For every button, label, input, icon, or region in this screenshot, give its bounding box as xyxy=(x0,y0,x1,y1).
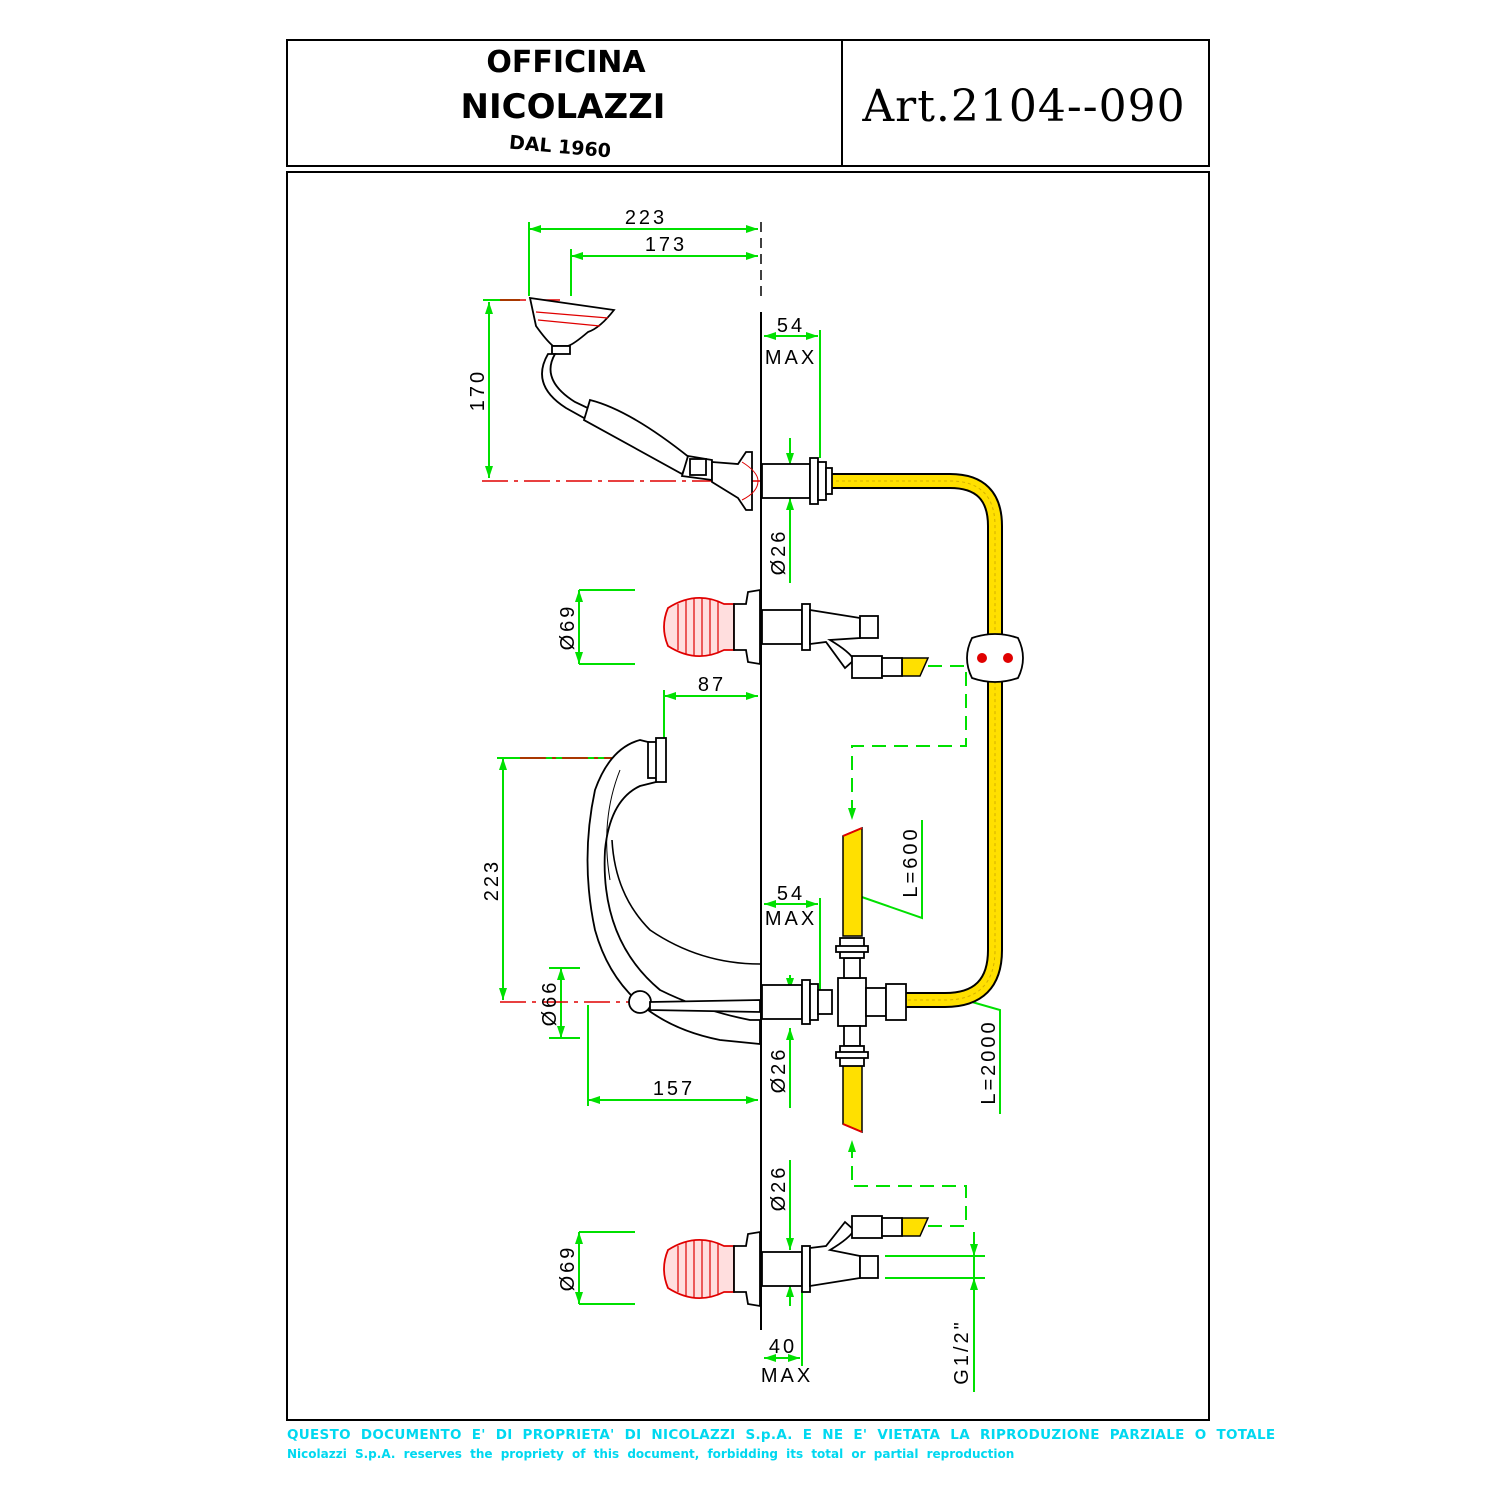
valve-handle-bottom xyxy=(663,1215,903,1308)
supply-hose xyxy=(842,826,863,1134)
dim-hose-2000: L=2000 xyxy=(978,1019,1000,1104)
dim-max-top: MAX xyxy=(765,347,817,369)
article-number: Art.2104--090 xyxy=(861,81,1185,132)
shower-connector xyxy=(761,457,833,505)
dim-dia-69-b: Ø69 xyxy=(557,1245,579,1292)
dim-170: 170 xyxy=(467,369,489,411)
hose-clip xyxy=(966,633,1024,683)
valve-hose-bottom xyxy=(901,1217,930,1237)
brand-officina: OFFICINA xyxy=(486,45,646,80)
diverter-fitting xyxy=(835,937,907,1067)
dim-dia-66: Ø66 xyxy=(539,980,561,1027)
dim-thread: G1/2" xyxy=(951,1319,973,1384)
valve-hose-top xyxy=(901,657,930,677)
title-block-frame xyxy=(286,39,1210,167)
valve-handle-top xyxy=(663,588,903,679)
dim-40: 40 xyxy=(769,1336,797,1358)
dimension-arrows xyxy=(485,225,978,1362)
dimension-labels: 223 173 170 54 MAX Ø26 Ø69 87 223 54 MAX… xyxy=(467,207,1000,1387)
drawing-frame xyxy=(286,171,1210,1421)
dim-dia-26-a: Ø26 xyxy=(768,529,790,576)
dim-dia-26-c: Ø26 xyxy=(768,1165,790,1212)
dim-max-mid: MAX xyxy=(765,908,817,930)
dim-54-mid: 54 xyxy=(777,883,805,905)
spout xyxy=(586,737,833,1045)
dim-157: 157 xyxy=(653,1078,695,1100)
brand-nicolazzi: NICOLAZZI xyxy=(461,87,666,127)
dim-max-bottom: MAX xyxy=(761,1365,813,1387)
copyright-notice-italian: QUESTO DOCUMENTO E' DI PROPRIETA' DI NIC… xyxy=(287,1427,1276,1443)
dim-54-top: 54 xyxy=(777,315,805,337)
dim-223-top: 223 xyxy=(625,207,667,229)
main-hose xyxy=(830,473,1003,1008)
dim-hose-600: L=600 xyxy=(900,826,922,897)
brand-since: DAL 1960 xyxy=(508,132,612,163)
dim-dia-26-b: Ø26 xyxy=(768,1047,790,1094)
dim-173: 173 xyxy=(645,234,687,256)
dim-87: 87 xyxy=(698,674,726,696)
dim-dia-69-a: Ø69 xyxy=(557,604,579,651)
copyright-notice-english: Nicolazzi S.p.A. reserves the propriety … xyxy=(287,1447,1015,1461)
dim-223-spout: 223 xyxy=(481,859,503,901)
hand-shower xyxy=(528,296,759,511)
